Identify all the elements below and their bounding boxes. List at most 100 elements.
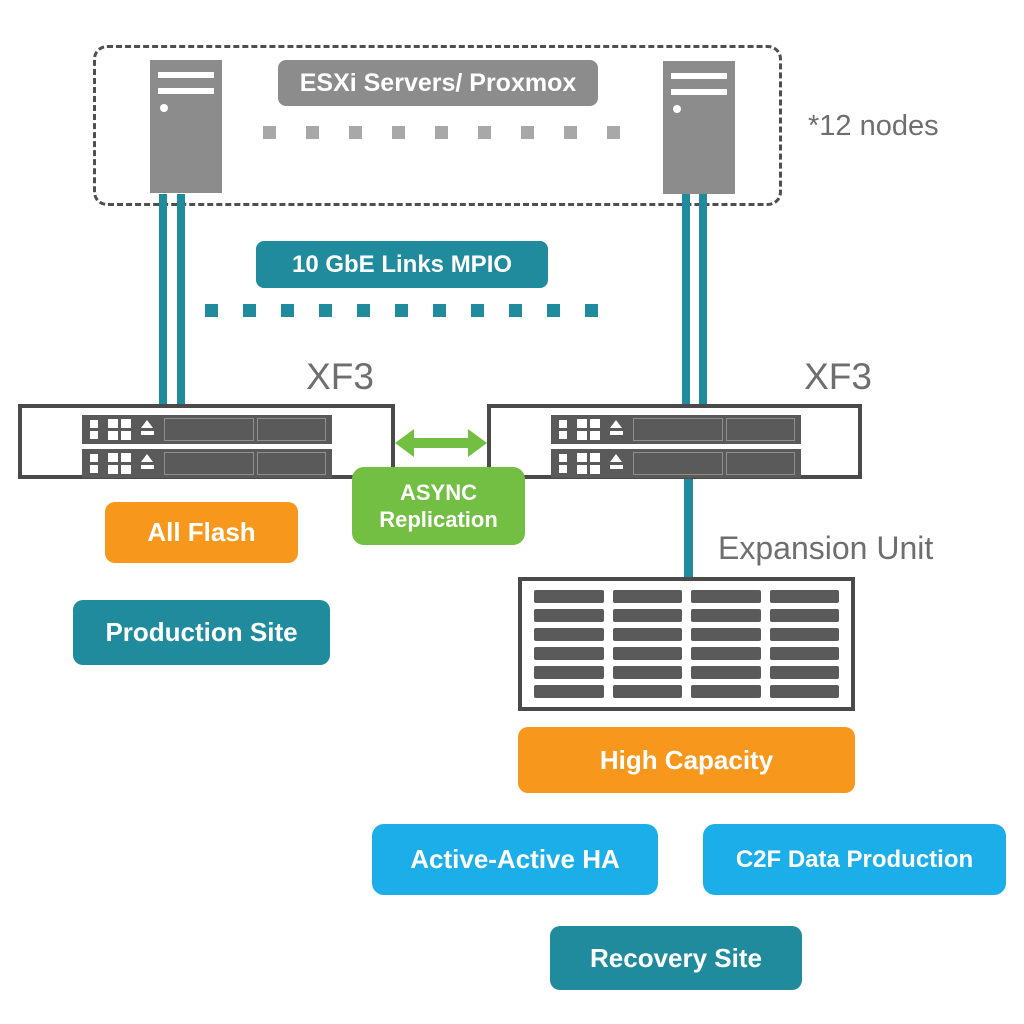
- disk-drive: [534, 609, 604, 622]
- storage-right-title: XF3: [804, 356, 872, 397]
- disk-drive: [612, 666, 682, 679]
- eject-icon: [140, 420, 154, 435]
- network-link-line: [177, 194, 185, 404]
- controller-blade: [551, 415, 801, 444]
- high-capacity-badge: High Capacity: [518, 727, 855, 793]
- expansion-link-line: [684, 479, 693, 578]
- dot-square: [521, 126, 534, 139]
- network-link-line: [699, 194, 707, 404]
- dot-square: [395, 304, 408, 317]
- controller-blade: [551, 449, 801, 478]
- disk-drive: [612, 590, 682, 603]
- server-power-led: [673, 105, 681, 113]
- disk-drive: [691, 628, 761, 641]
- network-links-badge: 10 GbE Links MPIO: [256, 241, 548, 288]
- blade-panel: [164, 452, 326, 475]
- dot-square: [607, 126, 620, 139]
- blade-panel: [633, 418, 795, 441]
- disk-drive: [691, 666, 761, 679]
- expansion-unit-box: [518, 577, 855, 711]
- dot-square: [243, 304, 256, 317]
- expansion-unit-title: Expansion Unit: [718, 530, 934, 566]
- async-replication-line1: ASYNC: [399, 479, 477, 505]
- network-ellipsis-dots: [205, 304, 598, 317]
- high-capacity-label: High Capacity: [599, 744, 774, 775]
- esxi-servers-label: ESXi Servers/ Proxmox: [299, 68, 577, 97]
- eject-icon: [609, 454, 623, 469]
- dot-square: [306, 126, 319, 139]
- esxi-servers-badge: ESXi Servers/ Proxmox: [278, 60, 598, 106]
- recovery-site-badge: Recovery Site: [550, 926, 802, 990]
- server-vent-stripe: [671, 73, 727, 79]
- eject-icon: [609, 420, 623, 435]
- disk-drive: [534, 628, 604, 641]
- disk-drive: [769, 666, 839, 679]
- dot-square: [547, 304, 560, 317]
- port-grid-icon: [108, 419, 131, 440]
- active-active-ha-label: Active-Active HA: [410, 844, 620, 874]
- disk-drive-grid: [534, 590, 839, 698]
- disk-drive: [612, 609, 682, 622]
- server-vent-stripe: [158, 88, 214, 94]
- dot-square: [435, 126, 448, 139]
- storage-left-title: XF3: [306, 356, 374, 397]
- disk-drive: [769, 609, 839, 622]
- storage-array-left: [18, 404, 395, 479]
- disk-drive: [769, 685, 839, 698]
- disk-drive: [612, 647, 682, 660]
- drive-slots-icon: [559, 454, 567, 473]
- server-tower-icon: [663, 61, 735, 194]
- disk-drive: [534, 647, 604, 660]
- dot-square: [349, 126, 362, 139]
- port-grid-icon: [108, 453, 131, 474]
- recovery-site-label: Recovery Site: [590, 942, 762, 973]
- controller-blade: [82, 415, 332, 444]
- dot-square: [564, 126, 577, 139]
- dot-square: [433, 304, 446, 317]
- dot-square: [509, 304, 522, 317]
- dot-square: [478, 126, 491, 139]
- node-count-note: *12 nodes: [808, 110, 939, 142]
- dot-square: [205, 304, 218, 317]
- disk-drive: [769, 628, 839, 641]
- server-tower-icon: [150, 60, 222, 193]
- blade-panel: [633, 452, 795, 475]
- disk-drive: [691, 609, 761, 622]
- all-flash-badge: All Flash: [105, 502, 298, 563]
- active-active-ha-badge: Active-Active HA: [372, 824, 658, 895]
- disk-drive: [691, 685, 761, 698]
- disk-drive: [691, 590, 761, 603]
- disk-drive: [534, 590, 604, 603]
- controller-blade: [82, 449, 332, 478]
- dot-square: [281, 304, 294, 317]
- production-site-badge: Production Site: [73, 600, 330, 665]
- server-vent-stripe: [671, 89, 727, 95]
- network-links-label: 10 GbE Links MPIO: [291, 250, 513, 278]
- blade-panel: [164, 418, 326, 441]
- disk-drive: [769, 647, 839, 660]
- dot-square: [319, 304, 332, 317]
- storage-array-right: [487, 404, 862, 479]
- server-power-led: [160, 104, 168, 112]
- drive-slots-icon: [90, 454, 98, 473]
- disk-drive: [691, 647, 761, 660]
- network-link-line: [159, 194, 167, 404]
- server-cluster-box: [93, 45, 782, 206]
- drive-slots-icon: [90, 420, 98, 439]
- replication-arrow-icon: [395, 429, 487, 457]
- c2f-data-production-label: C2F Data Production: [735, 845, 974, 873]
- eject-icon: [140, 454, 154, 469]
- dot-square: [585, 304, 598, 317]
- async-replication-line2: Replication: [379, 507, 498, 532]
- network-link-line: [682, 194, 690, 404]
- disk-drive: [612, 685, 682, 698]
- all-flash-label: All Flash: [147, 517, 256, 547]
- cluster-ellipsis-dots: [263, 126, 620, 139]
- production-site-label: Production Site: [105, 617, 298, 647]
- disk-drive: [534, 666, 604, 679]
- dot-square: [263, 126, 276, 139]
- dot-square: [357, 304, 370, 317]
- disk-drive: [612, 628, 682, 641]
- port-grid-icon: [577, 419, 600, 440]
